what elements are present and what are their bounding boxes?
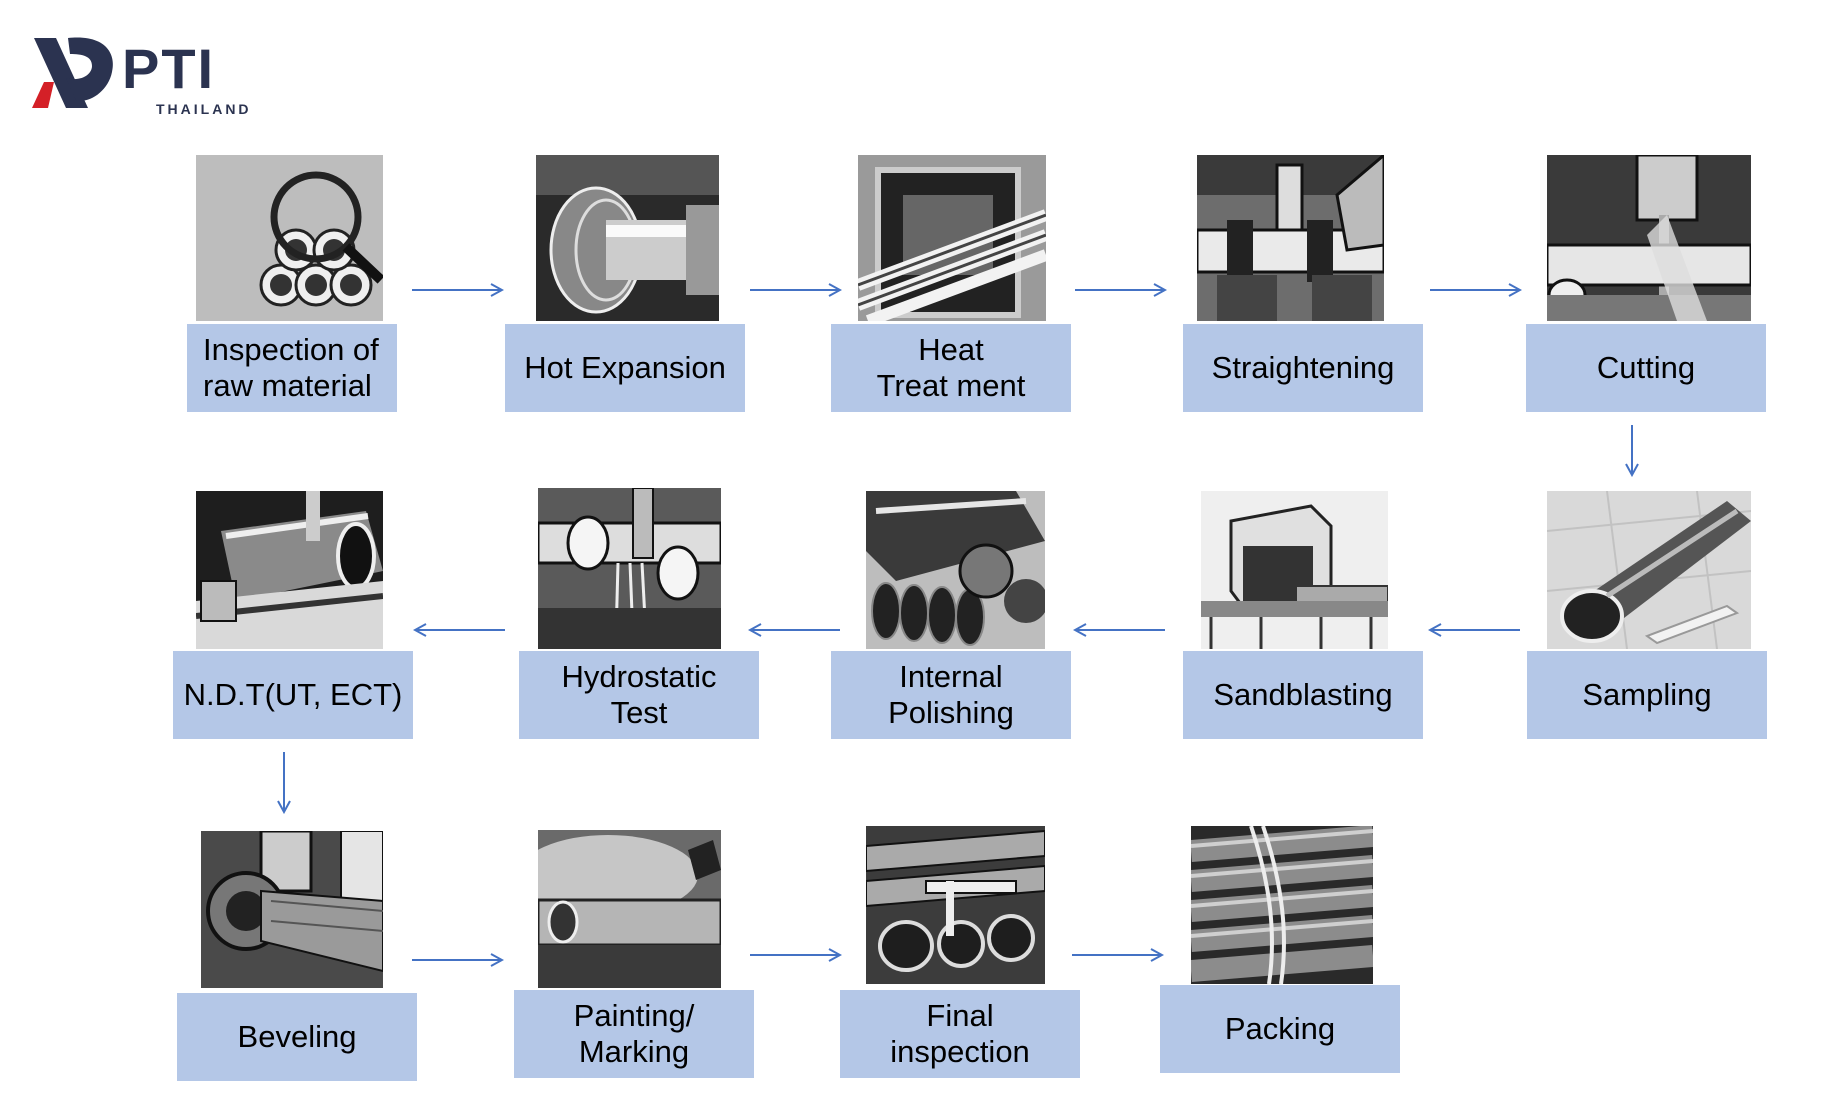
beveling-machine-photo-icon [201, 831, 383, 988]
step-label-internal-polishing: Internal Polishing [831, 651, 1071, 739]
pti-thailand-logo: PTI THAILAND [32, 37, 252, 117]
step-label-packing: Packing [1160, 985, 1400, 1073]
pipe-expansion-photo-icon [536, 155, 719, 321]
step-label-heat-treatment: Heat Treat ment [831, 324, 1071, 412]
step-label-straightening: Straightening [1183, 324, 1423, 412]
logo-text: PTI [122, 37, 215, 100]
polishing-machine-photo-icon [866, 491, 1045, 649]
strapped-pipes-photo-icon [1191, 826, 1373, 984]
step-label-painting-marking: Painting/ Marking [514, 990, 754, 1078]
hydrostatic-test-photo-icon [538, 488, 721, 649]
painting-spray-photo-icon [538, 830, 721, 988]
furnace-pipes-photo-icon [858, 155, 1046, 321]
ndt-testing-photo-icon [196, 491, 383, 649]
step-label-hydrostatic-test: Hydrostatic Test [519, 651, 759, 739]
step-label-sampling: Sampling [1527, 651, 1767, 739]
step-label-sandblasting: Sandblasting [1183, 651, 1423, 739]
straightening-machine-photo-icon [1197, 155, 1384, 321]
pipe-sample-photo-icon [1547, 491, 1751, 649]
step-label-hot-expansion: Hot Expansion [505, 324, 745, 412]
caliper-inspection-photo-icon [866, 826, 1045, 984]
step-label-beveling: Beveling [177, 993, 417, 1081]
bandsaw-cutting-photo-icon [1547, 155, 1751, 321]
step-label-final-inspection: Final inspection [840, 990, 1080, 1078]
logo-subtext: THAILAND [156, 101, 252, 117]
pipe-bundle-magnifier-photo-icon [196, 155, 383, 321]
step-label-inspection: Inspection of raw material [187, 324, 397, 412]
step-label-ndt: N.D.T(UT, ECT) [173, 651, 413, 739]
step-label-cutting: Cutting [1526, 324, 1766, 412]
sandblasting-machine-photo-icon [1201, 491, 1388, 649]
